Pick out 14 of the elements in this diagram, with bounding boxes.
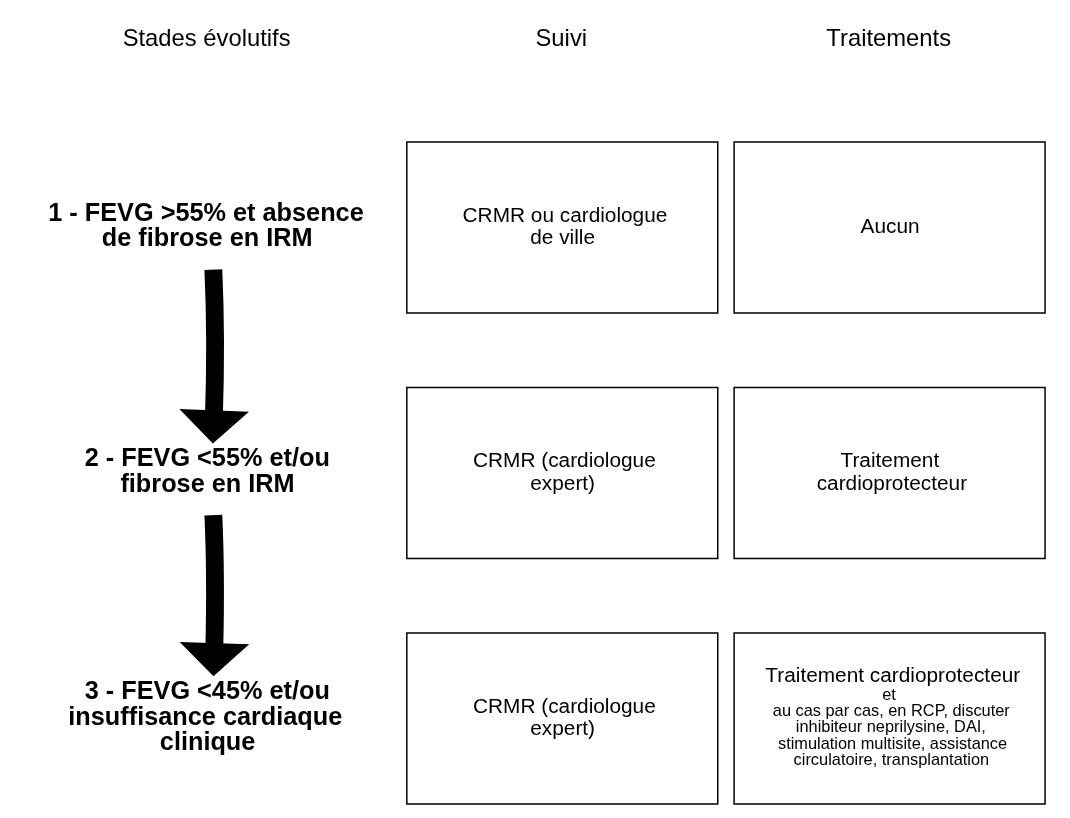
node-box: Traitement cardioprotecteur et au cas par cas, en RCP, discuter inhibiteur neprilysine, DAI, stimulation multisite, assistance circulatoire, transplantation	[732, 632, 1046, 805]
node-text: 3 - FEVG <45% et/ou insuffisance cardiaque clinique	[67, 676, 342, 755]
node-text: 2 - FEVG <55% et/ou fibrose en IRM	[84, 443, 330, 497]
label: Suivi	[535, 24, 587, 52]
label: Traitements	[825, 24, 951, 52]
node-box: Aucun	[732, 141, 1046, 314]
node-text: 1 - FEVG >55% et absence de fibrose en IRM	[47, 197, 364, 252]
node-box: CRMR (cardiologue expert)	[405, 632, 718, 805]
label: Stades évolutifs	[122, 24, 291, 52]
arrow	[178, 269, 249, 444]
node-box: CRMR (cardiologue expert)	[405, 386, 718, 560]
node-box: Traitement cardioprotecteur	[732, 386, 1046, 560]
arrow	[179, 514, 249, 677]
node-box: CRMR ou cardiologue de ville	[405, 141, 718, 314]
